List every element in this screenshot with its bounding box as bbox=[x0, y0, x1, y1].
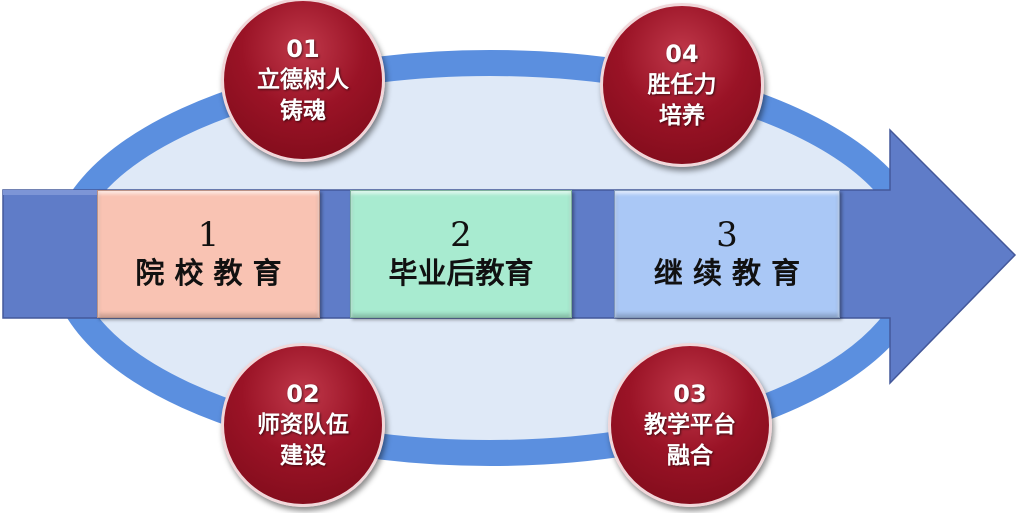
stage-label: 毕业后教育 bbox=[388, 256, 534, 290]
pillar-label-line2: 培养 bbox=[659, 103, 705, 129]
pillar-number: 01 bbox=[286, 35, 320, 63]
arrow-tail-highlight bbox=[3, 190, 97, 195]
stage-label: 院 校 教 育 bbox=[135, 256, 282, 290]
stage-label: 继 续 教 育 bbox=[653, 256, 801, 290]
pillar-circle-02: 02 师资队伍 建设 bbox=[221, 343, 385, 507]
stage-box-3: 3 继 续 教 育 bbox=[614, 190, 840, 318]
pillar-number: 03 bbox=[673, 380, 707, 408]
pillar-label-line1: 立德树人 bbox=[257, 67, 349, 93]
pillar-label-line2: 铸魂 bbox=[280, 98, 326, 124]
pillar-number: 02 bbox=[286, 380, 320, 408]
pillar-label-line1: 胜任力 bbox=[647, 72, 717, 98]
pillar-circle-03: 03 教学平台 融合 bbox=[608, 343, 772, 507]
stage-box-1: 1 院 校 教 育 bbox=[97, 190, 320, 318]
pillar-label-line2: 融合 bbox=[667, 443, 713, 469]
pillar-circle-01: 01 立德树人 铸魂 bbox=[221, 0, 385, 162]
pillar-number: 04 bbox=[665, 40, 699, 68]
pillar-label-line1: 教学平台 bbox=[644, 412, 736, 438]
stage-number: 1 bbox=[197, 215, 220, 255]
pillar-label-line2: 建设 bbox=[280, 443, 326, 469]
stage-number: 3 bbox=[716, 215, 738, 255]
pillar-label-line1: 师资队伍 bbox=[257, 412, 349, 438]
pillar-circle-04: 04 胜任力 培养 bbox=[600, 3, 764, 167]
stage-number: 2 bbox=[450, 215, 472, 255]
stage-box-2: 2 毕业后教育 bbox=[350, 190, 572, 318]
